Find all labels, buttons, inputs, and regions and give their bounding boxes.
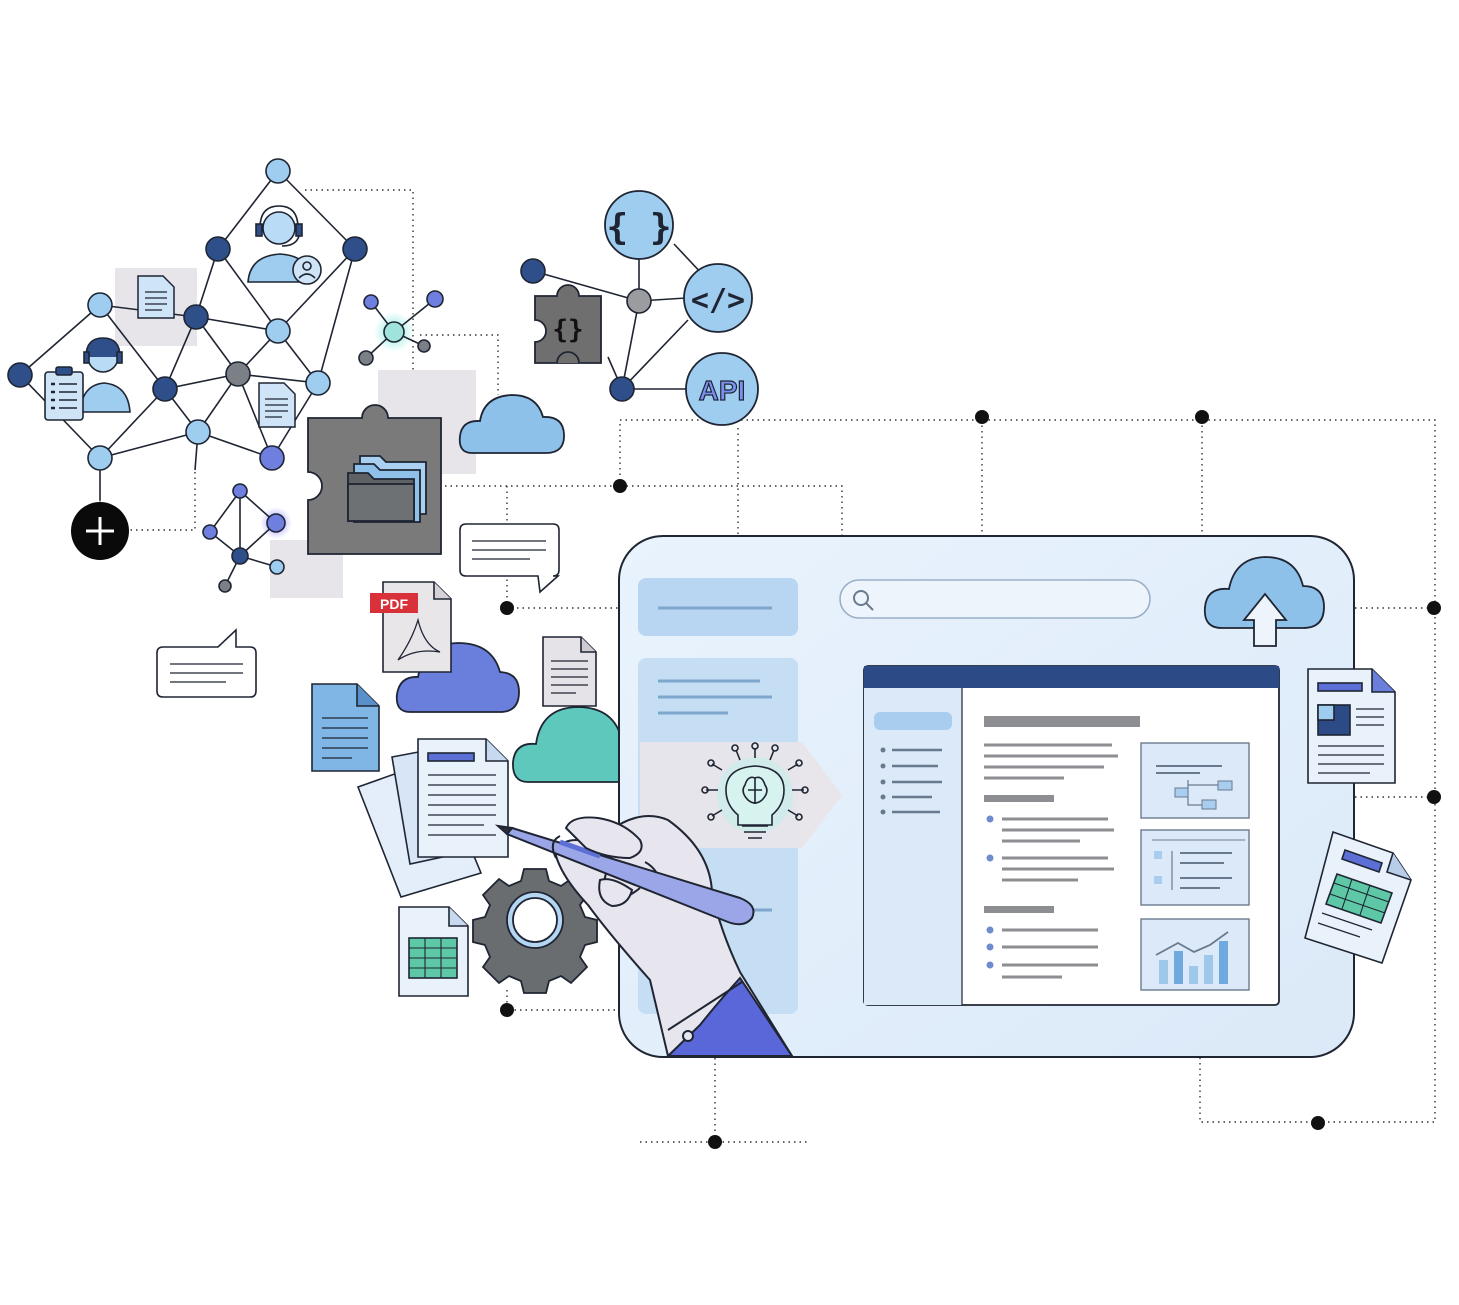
list-card — [1140, 829, 1250, 906]
folder-icon — [307, 404, 442, 555]
hub-network-icon — [202, 483, 292, 593]
spreadsheet-icon — [398, 906, 469, 997]
svg-text:PDF: PDF — [380, 596, 408, 612]
spreadsheet-icon — [1304, 830, 1412, 965]
gear-icon — [472, 868, 598, 994]
cloud-upload-icon[interactable] — [1203, 556, 1325, 647]
document-icon — [542, 636, 597, 707]
chart-card — [1140, 918, 1250, 991]
braces-icon: { } — [604, 190, 674, 260]
hub-network-icon — [358, 290, 444, 366]
cloud-icon — [458, 394, 565, 454]
svg-text:API: API — [699, 375, 746, 406]
pdf-file-icon: PDF — [370, 581, 452, 673]
chat-bubble — [459, 523, 561, 594]
search-icon — [853, 590, 874, 611]
brain-lightbulb-icon — [640, 742, 842, 848]
document-viewer — [863, 665, 1280, 1006]
document-icon — [311, 683, 380, 772]
plus-circle-icon[interactable] — [71, 502, 129, 560]
document-icon — [258, 382, 296, 428]
connector-dots — [500, 410, 1441, 1149]
puzzle-braces-icon: {} — [534, 284, 602, 364]
svg-text:{ }: { } — [606, 207, 671, 248]
api-network: { } </> API {} — [520, 190, 759, 426]
svg-text:</>: </> — [691, 283, 745, 318]
report-document-icon — [1307, 668, 1396, 784]
hand-with-pen — [494, 815, 794, 1057]
svg-text:{}: {} — [552, 315, 583, 345]
support-agent-icon — [44, 337, 131, 421]
document-stack — [356, 738, 509, 898]
search-input[interactable] — [839, 579, 1151, 619]
document-icon — [137, 275, 175, 319]
api-icon: API — [685, 352, 759, 426]
code-icon: </> — [683, 263, 753, 333]
flowchart-card — [1140, 742, 1250, 819]
chat-bubble — [156, 628, 257, 698]
support-agent-icon — [247, 205, 322, 285]
